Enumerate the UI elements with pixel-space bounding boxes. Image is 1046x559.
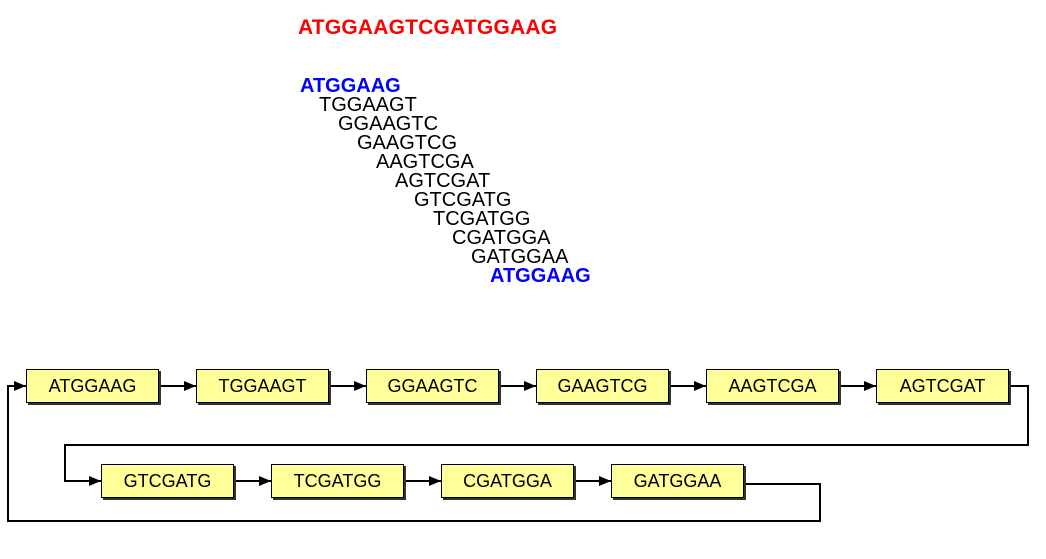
graph-edge: [7, 381, 821, 522]
graph-node: TGGAAGT: [196, 369, 329, 403]
sequence-title: ATGGAAGTCGATGGAAG: [298, 16, 558, 39]
kmer: TCGATGG: [433, 208, 531, 230]
graph-node: GGAAGTC: [366, 369, 499, 403]
kmer: CGATGGA: [452, 227, 551, 249]
kmer: GATGGAA: [471, 246, 569, 268]
kmer: TGGAAGT: [319, 94, 417, 116]
graph-node: TCGATGG: [271, 464, 404, 498]
graph-node: GAAGTCG: [536, 369, 669, 403]
kmer: ATGGAAG: [300, 75, 401, 97]
kmer: GAAGTCG: [357, 132, 458, 154]
kmer: AGTCGAT: [395, 170, 491, 192]
graph-node: AAGTCGA: [706, 369, 839, 403]
kmer: GGAAGTC: [338, 113, 439, 135]
graph-node: AGTCGAT: [876, 369, 1009, 403]
graph-node: GATGGAA: [611, 464, 744, 498]
kmer: AAGTCGA: [376, 151, 474, 173]
kmer: ATGGAAG: [490, 265, 591, 287]
graph-edge: [64, 385, 1029, 486]
graph-node: ATGGAAG: [26, 369, 159, 403]
kmer: GTCGATG: [414, 189, 512, 211]
graph-node: CGATGGA: [441, 464, 574, 498]
graph-node: GTCGATG: [101, 464, 234, 498]
